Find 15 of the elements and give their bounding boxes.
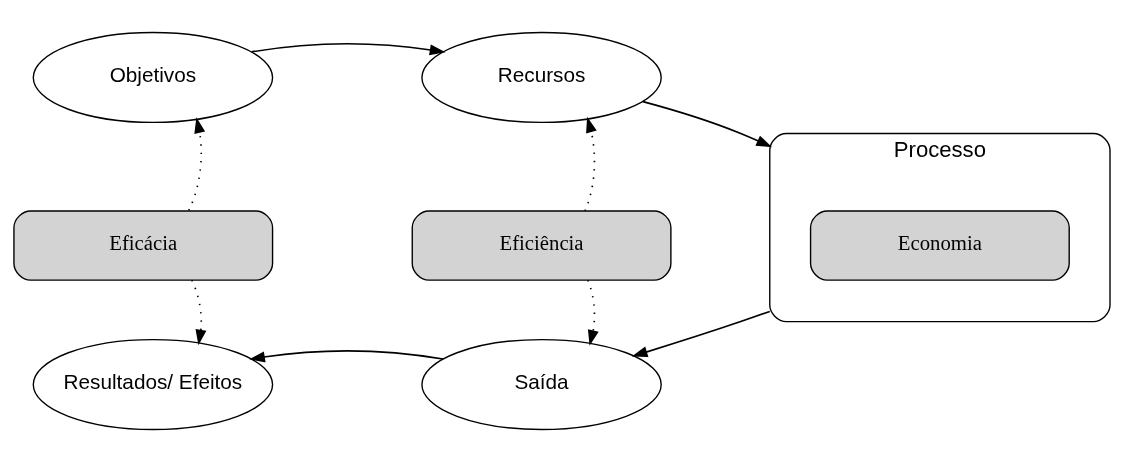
node-ellipse: Objetivos (32, 31, 274, 123)
node-box: Eficiência (411, 209, 672, 281)
arrow (191, 278, 207, 345)
arrow (249, 349, 444, 362)
arrow (631, 310, 771, 357)
arrow (584, 116, 597, 212)
arrow (188, 116, 206, 211)
arrow (250, 42, 446, 55)
node-ellipse: Saída (421, 338, 662, 430)
node-ellipse: Recursos (421, 31, 662, 123)
arrow (642, 100, 773, 147)
node-ellipse: Resultados/ Efeitos (32, 338, 274, 430)
node-box: Eficácia (13, 209, 274, 281)
arrow (586, 278, 599, 346)
node-box: Economia (809, 209, 1070, 281)
